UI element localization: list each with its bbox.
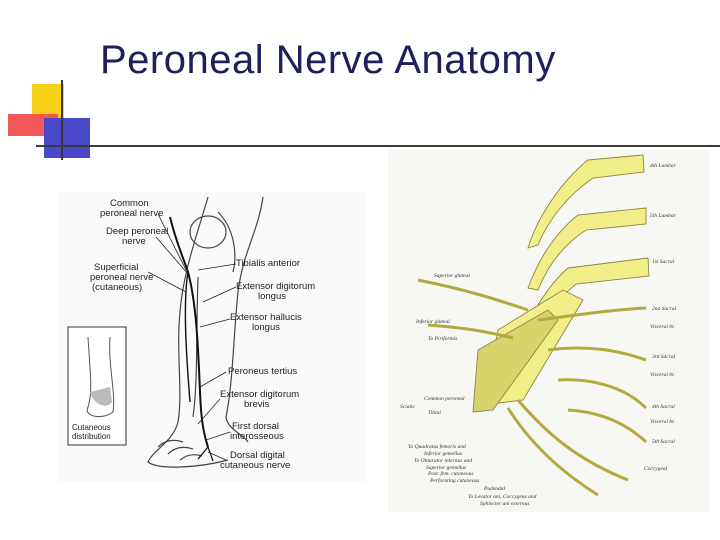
title-underline <box>108 145 720 147</box>
label-ext-dig-longus-2: longus <box>258 291 286 302</box>
label-coccygeal: Coccygeal <box>644 466 668 472</box>
label-obturator: To Obturator internus and <box>414 458 472 464</box>
label-quad-femoris: To Quadratus femoris and <box>408 443 466 450</box>
label-l5: 5th Lumbar <box>650 213 677 219</box>
label-visceral-3: Visceral br. <box>650 419 675 425</box>
label-to-piriformis: To Piriformis <box>428 335 457 342</box>
corner-decoration-graphic <box>0 80 110 165</box>
label-tibial: Tibial <box>428 410 441 416</box>
label-s4: 4th Sacral <box>652 403 675 410</box>
label-deep-peroneal-2: nerve <box>122 236 146 247</box>
label-perforating: Perforating cutaneous <box>429 477 479 484</box>
label-visceral-1: Visceral br. <box>650 324 675 330</box>
label-s3: 3rd Sacral <box>651 354 676 360</box>
label-pudendal: Pudendal <box>483 486 506 492</box>
label-s2: 2nd Sacral <box>652 306 676 312</box>
label-peroneus-tertius: Peroneus tertius <box>228 366 297 377</box>
label-cutaneous-2: distribution <box>72 432 111 441</box>
label-tibialis-anterior: Tibialis anterior <box>236 258 300 269</box>
label-sup-gluteal: Superior gluteal <box>434 273 470 279</box>
label-s1: 1st Sacral <box>652 259 675 265</box>
label-ext-hal-longus-2: longus <box>252 322 280 333</box>
label-post-fem: Post. fem. cutaneous <box>427 470 474 477</box>
label-ext-dig-brevis-2: brevis <box>244 399 270 410</box>
page-title: Peroneal Nerve Anatomy <box>100 38 556 83</box>
label-levator: To Levator ani, Coccygeus and <box>468 494 537 500</box>
label-visceral-2: Visceral br. <box>650 372 675 378</box>
plexus-nerve-trunks <box>473 155 649 412</box>
label-common-peroneal: Common peroneal <box>424 396 465 402</box>
label-dorsal-digital-2: cutaneous nerve <box>220 460 290 471</box>
label-l4: 4th Lumbar <box>650 162 677 169</box>
leg-nerve-diagram: Common peroneal nerve Deep peroneal nerv… <box>58 192 366 482</box>
label-sciatic: Sciatic <box>400 404 416 410</box>
blue-square <box>44 118 90 158</box>
label-common-peroneal-2: peroneal nerve <box>100 208 163 219</box>
label-inf-gluteal: Inferior gluteal <box>415 318 450 325</box>
corner-decoration <box>0 80 110 165</box>
label-superficial-3: (cutaneous) <box>92 282 142 293</box>
label-cutaneous-1: Cutaneous <box>72 423 111 432</box>
label-sphincter: Sphincter ani externus <box>480 501 530 507</box>
label-inf-gemellus: Inferior gemellus <box>423 450 462 457</box>
sacral-plexus-diagram: 4th Lumbar 5th Lumbar 1st Sacral 2nd Sac… <box>388 150 710 512</box>
label-first-dorsal-2: interosseous <box>230 431 284 442</box>
label-s5: 5th Sacral <box>652 439 675 445</box>
